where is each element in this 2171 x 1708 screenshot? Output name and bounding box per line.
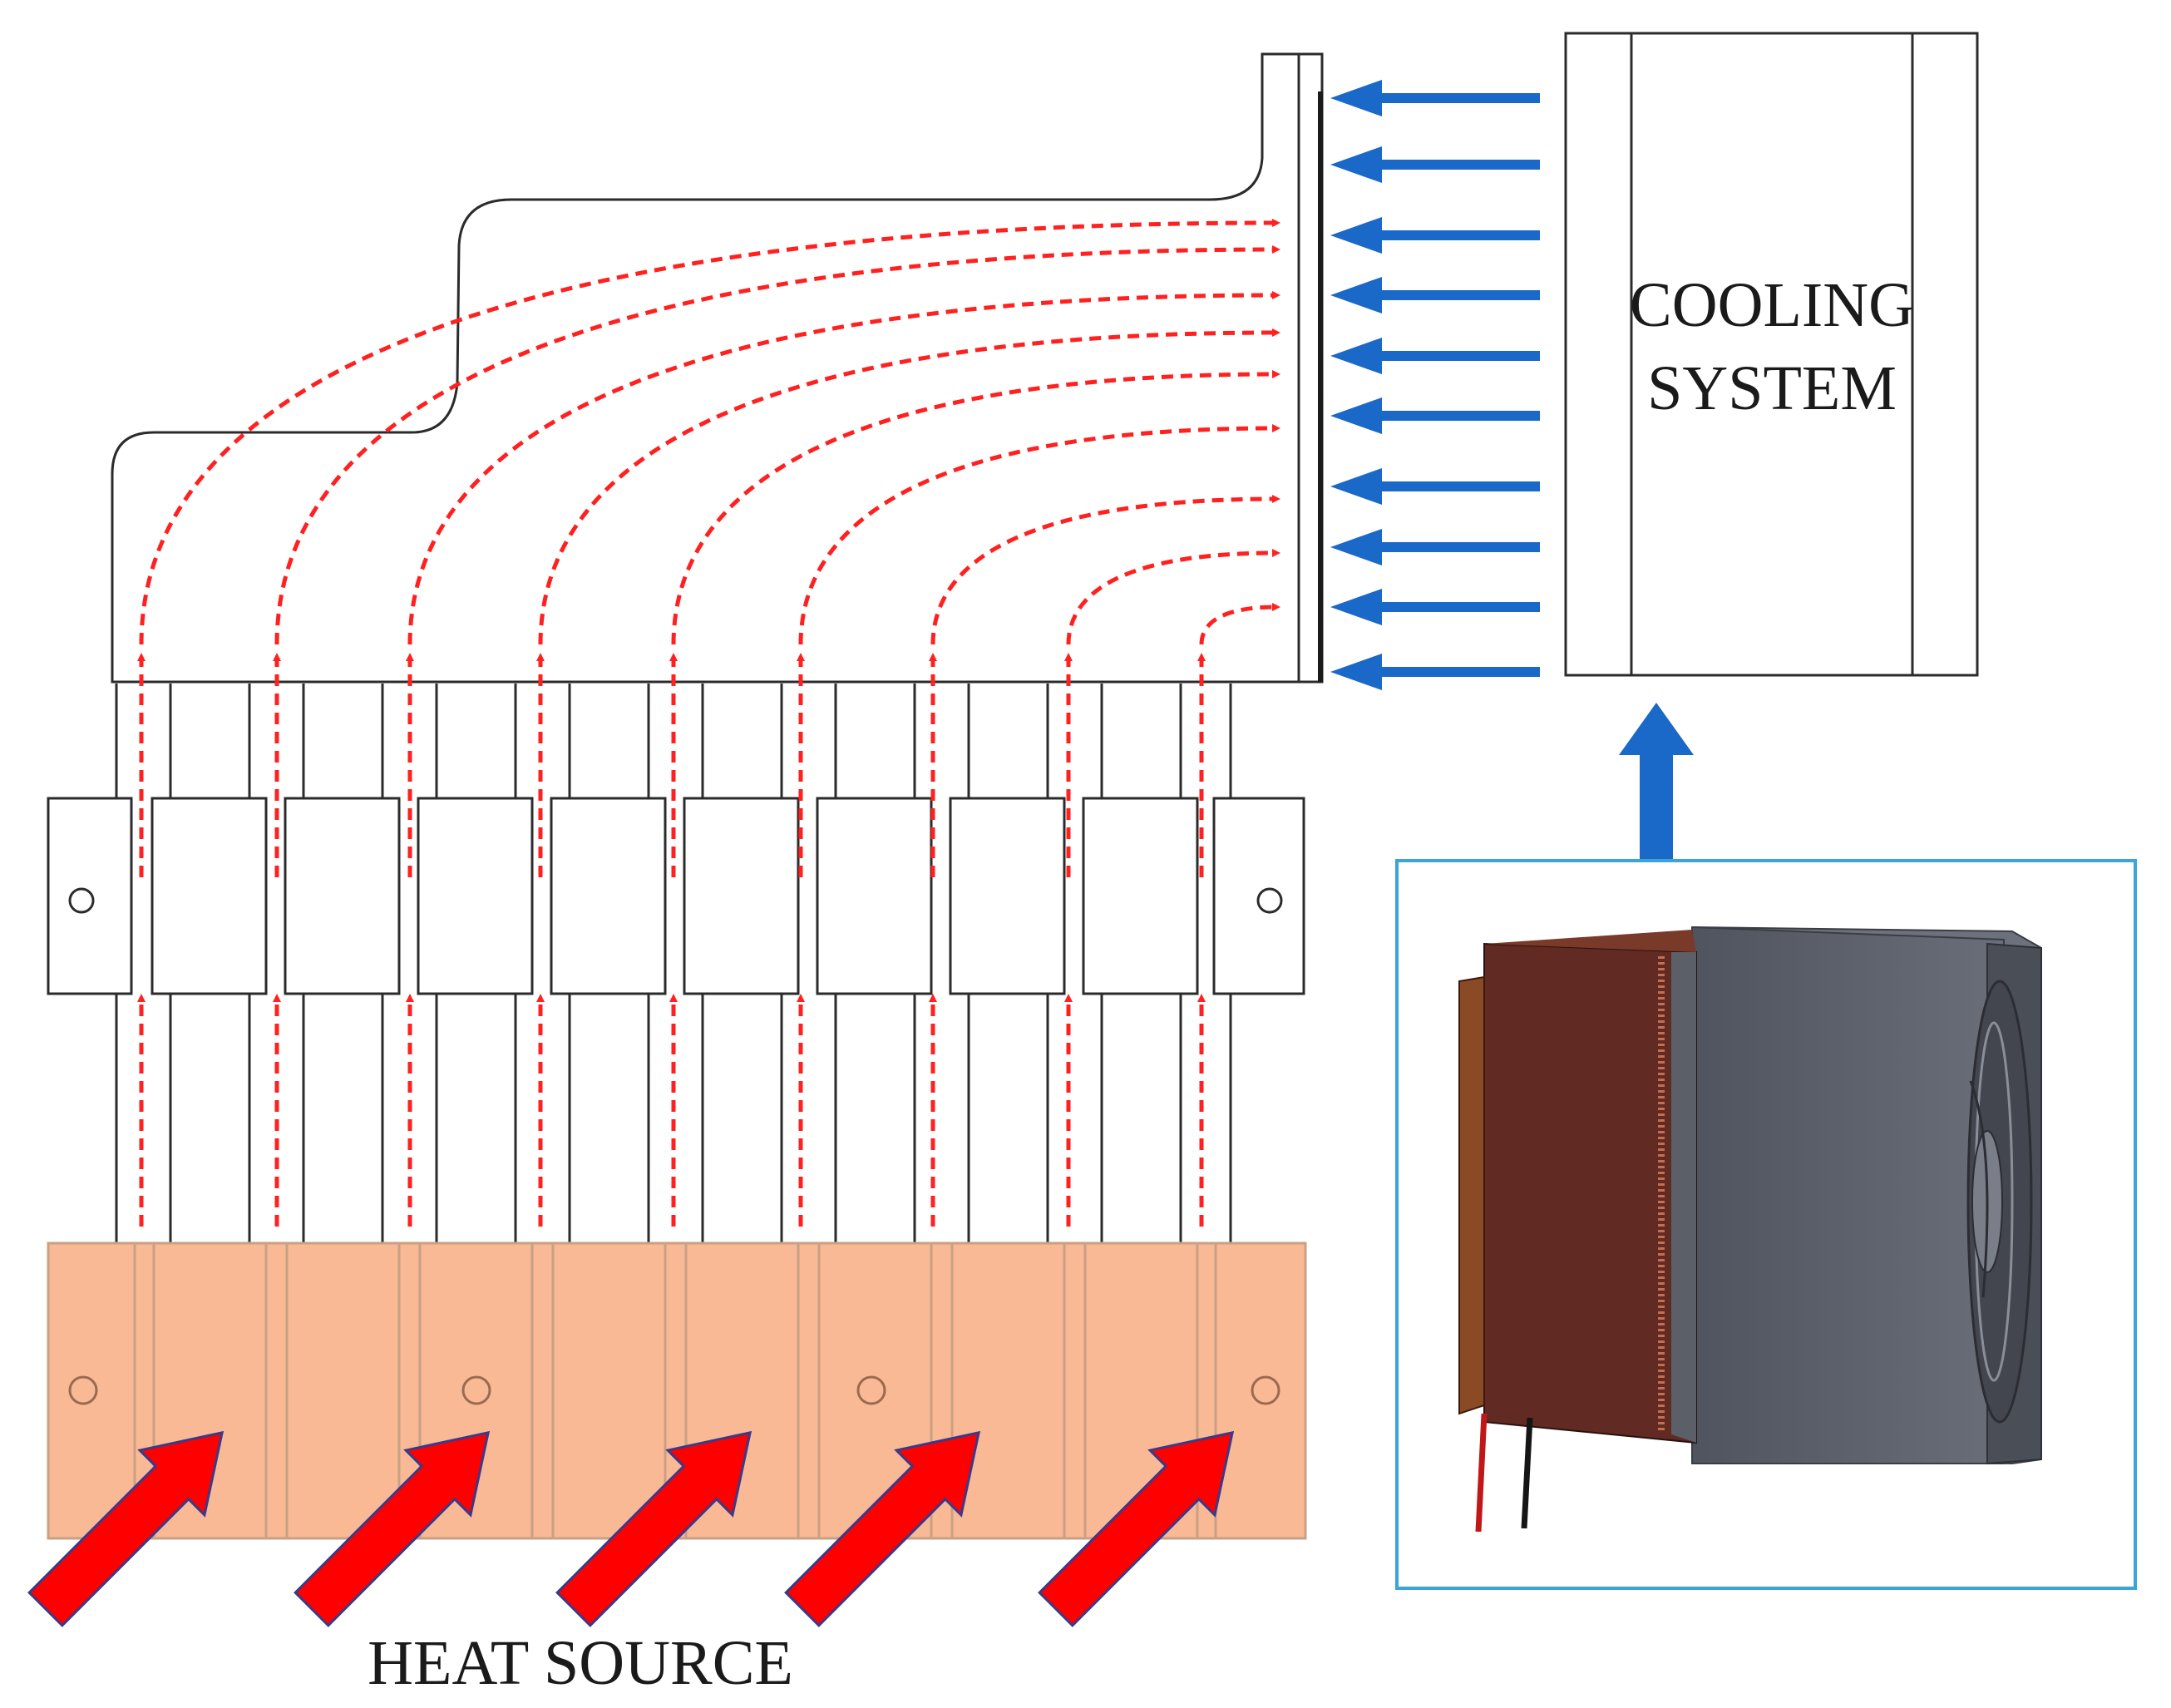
clamp-block <box>284 797 401 995</box>
clamp-block <box>150 797 268 995</box>
heat-flow-curve <box>1199 603 1280 645</box>
heat-flow-curve <box>407 291 1280 645</box>
cooling-label-line2: SYSTEM <box>1647 353 1897 423</box>
fan-icon <box>1691 926 2042 1465</box>
mounting-hole <box>68 887 95 914</box>
mounting-hole <box>1251 1375 1280 1405</box>
left-arrow-icon <box>1330 217 1382 254</box>
heat-input-arrows <box>27 1430 1235 1627</box>
clamp-block <box>550 797 667 995</box>
heat-flow-curve <box>538 328 1280 645</box>
mounting-hole <box>68 1375 98 1405</box>
diagonal-heat-arrow-icon <box>1038 1430 1235 1627</box>
left-arrow-icon <box>1330 338 1382 374</box>
left-arrow-icon <box>1330 397 1382 434</box>
thermal-interface-strip <box>1318 91 1323 682</box>
heat-flow-curve <box>139 219 1280 645</box>
cooling-label-line1: COOLING <box>1630 270 1914 340</box>
left-arrow-icon <box>1330 529 1382 565</box>
left-arrow-icon <box>1330 589 1382 625</box>
thermoelectric-cooler-inset <box>1395 859 2137 1590</box>
clamp-block <box>816 797 933 995</box>
mounting-hole <box>1256 887 1283 914</box>
left-arrow-icon <box>1330 468 1382 505</box>
left-arrow-icon <box>1330 277 1382 313</box>
diagonal-heat-arrow-icon <box>294 1430 491 1627</box>
cooling-system-box: COOLING SYSTEM <box>1564 32 1979 677</box>
heat-flow-curve <box>798 424 1280 645</box>
mounting-hole <box>856 1375 886 1405</box>
mounting-hole <box>461 1375 491 1405</box>
heat-flow-curve <box>930 495 1280 645</box>
left-arrow-icon <box>1330 80 1382 116</box>
up-arrow-icon <box>1619 703 1694 861</box>
clamp-end-left <box>47 797 133 995</box>
peltier-wires <box>1475 1413 1533 1533</box>
clamp-block <box>1082 797 1199 995</box>
diagonal-heat-arrow-icon <box>555 1430 752 1627</box>
diagonal-heat-arrow-icon <box>784 1430 981 1627</box>
left-arrow-icon <box>1330 654 1382 690</box>
heat-flow-curve <box>1066 549 1280 645</box>
plate-outline <box>111 52 1324 684</box>
heat-spreader-plate <box>111 52 1324 684</box>
clamp-block <box>417 797 534 995</box>
clamp-block <box>683 797 800 995</box>
clamp-row <box>47 797 1305 995</box>
heat-source-label: HEAT SOURCE <box>368 1628 793 1698</box>
heat-flow-curve <box>274 245 1280 645</box>
diagonal-heat-arrow-icon <box>27 1430 225 1627</box>
cooling-flow-arrows <box>1330 80 1540 690</box>
peltier-module <box>1458 930 1697 1444</box>
clamp-block <box>949 797 1066 995</box>
left-arrow-icon <box>1330 146 1382 183</box>
cooling-box-outline <box>1564 32 1979 677</box>
heat-flow-paths <box>137 219 1280 1227</box>
heat-flow-curve <box>671 370 1280 645</box>
